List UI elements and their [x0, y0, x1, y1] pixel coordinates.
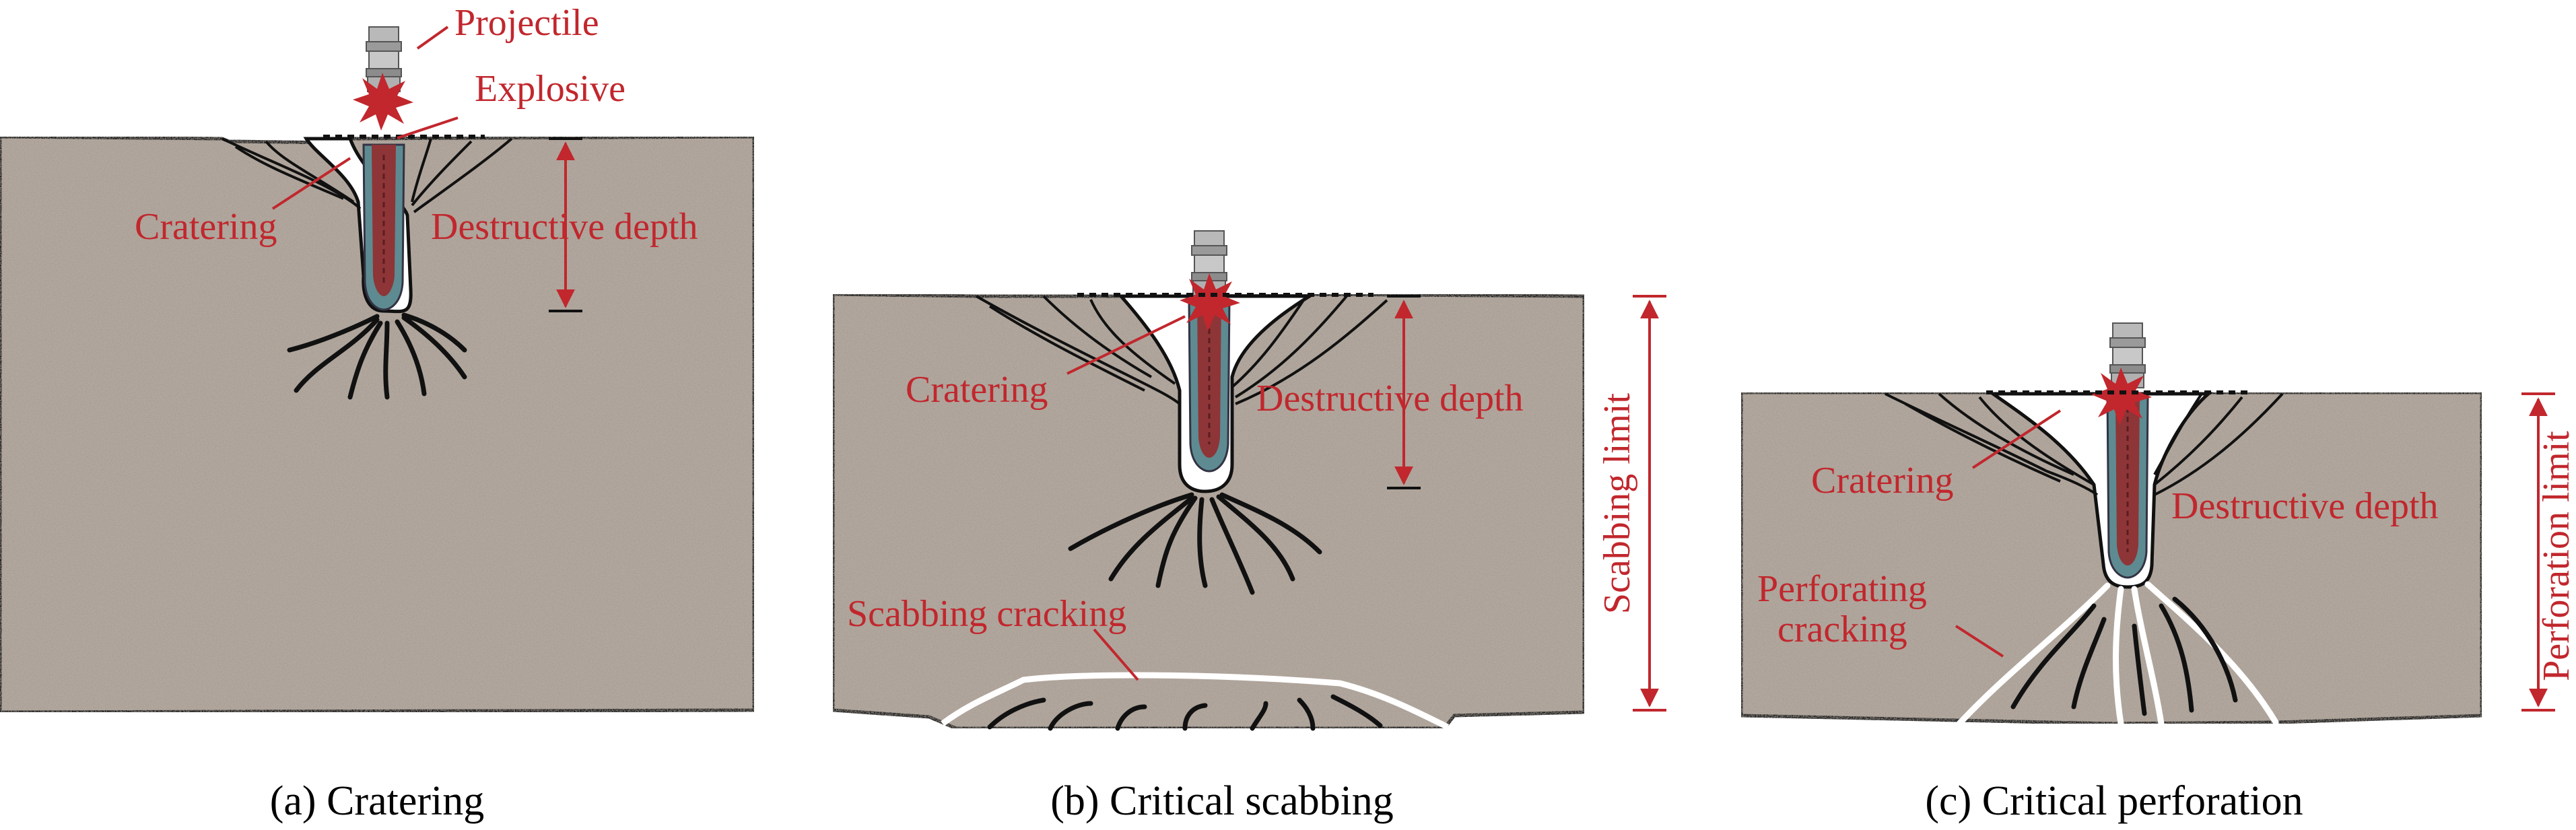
scabbing-arches: [987, 694, 1383, 731]
projectile-a: [362, 26, 405, 311]
leaders-b: [1066, 315, 1186, 681]
cratering-cracks-b: [976, 295, 1388, 405]
label-perforating-cracking: cracking: [1777, 609, 1907, 650]
label-scabbing-cracking: Scabbing cracking: [847, 593, 1126, 635]
label-cratering-b: Cratering: [906, 369, 1048, 411]
leaders-c: [1955, 409, 2062, 658]
caption-b: (b) Critical scabbing: [1050, 778, 1394, 824]
projectile-c: [2106, 322, 2149, 579]
cratering-cracks-a: [222, 137, 513, 213]
label-depth-a: Destructive depth: [431, 206, 698, 248]
label-perforating: Perforating: [1757, 568, 1927, 610]
depth-dimension-a: [549, 137, 582, 312]
caption-a: (a) Cratering: [270, 778, 484, 824]
panel-a: Projectile Explosive Cratering Destructi…: [0, 2, 756, 824]
label-depth-c: Destructive depth: [2171, 485, 2439, 527]
panel-b: Cratering Destructive depth Scabbing cra…: [831, 230, 1666, 824]
root-cracks-c: [2010, 596, 2238, 716]
caption-c: (c) Critical perforation: [1925, 778, 2303, 824]
label-scabbing-limit: Scabbing limit: [1596, 392, 1638, 614]
perforation-limit-dimension: [2521, 392, 2555, 712]
cratering-cracks-c: [1885, 392, 2284, 496]
depth-dimension-b: [1387, 295, 1421, 489]
label-projectile: Projectile: [454, 2, 599, 44]
label-cratering-a: Cratering: [135, 206, 277, 248]
scabbing-limit-dimension: [1633, 295, 1666, 712]
root-cracks-b: [1068, 492, 1322, 595]
panel-c: Cratering Destructive depth Perforating …: [1739, 322, 2576, 824]
leaders-a: [271, 26, 459, 210]
label-depth-b: Destructive depth: [1256, 378, 1524, 419]
label-cratering-c: Cratering: [1811, 460, 1953, 502]
root-cracks-a: [287, 312, 467, 400]
label-perforation-limit: Perforation limit: [2536, 431, 2576, 681]
label-explosive: Explosive: [475, 68, 625, 110]
scabbing-crack: [941, 672, 1450, 730]
projectile-b: [1188, 230, 1231, 473]
explosion-icon: [353, 73, 413, 131]
